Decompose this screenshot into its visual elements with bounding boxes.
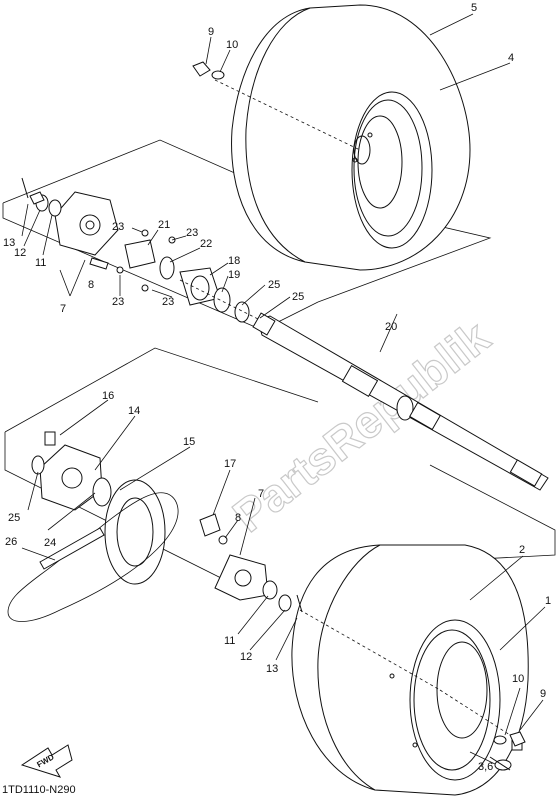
label-part-18: 18: [228, 255, 240, 267]
label-part-13: 13: [266, 663, 278, 675]
sprocket-assembly: [7, 431, 523, 771]
label-part-9: 9: [208, 26, 214, 38]
label-part-17: 17: [224, 458, 236, 470]
label-part-22: 22: [200, 238, 212, 250]
bottom-assembly-plane: [4, 347, 556, 591]
label-part-10: 10: [226, 39, 238, 51]
label-part-20: 20: [385, 321, 397, 333]
label-part-25: 25: [292, 291, 304, 303]
label-part-11: 11: [224, 635, 235, 647]
label-part-12: 12: [240, 651, 252, 663]
label-part-16: 16: [102, 390, 114, 402]
upper-tire: [231, 4, 471, 271]
diagram-code: 1TD1110-N290: [2, 784, 76, 796]
lower-tire: [291, 544, 529, 796]
label-part-3-6: 3,6: [478, 761, 493, 773]
label-part-1: 1: [545, 595, 551, 607]
label-part-23: 23: [112, 296, 124, 308]
fwd-arrow-icon: FWD: [20, 744, 73, 778]
label-part-7: 7: [60, 303, 66, 315]
label-part-25: 25: [268, 279, 280, 291]
label-part-15: 15: [183, 436, 195, 448]
label-part-14: 14: [128, 405, 140, 417]
leader-lines: [21, 13, 546, 765]
label-part-4: 4: [508, 52, 514, 64]
label-part-13: 13: [3, 237, 15, 249]
callout-labels: 9 10 5 4 13 12 11 7 8 23 21 23 22 18 19 …: [3, 2, 551, 773]
label-part-19: 19: [228, 269, 240, 281]
label-part-24: 24: [44, 537, 56, 549]
label-part-12: 12: [14, 247, 26, 259]
label-part-23: 23: [186, 227, 198, 239]
label-part-10: 10: [512, 673, 524, 685]
label-part-26: 26: [5, 536, 17, 548]
label-part-7: 7: [258, 488, 264, 500]
label-part-5: 5: [471, 2, 477, 14]
alignment-lines: [179, 79, 511, 736]
upper-hub-assembly: [21, 177, 250, 323]
label-part-9: 9: [540, 688, 546, 700]
label-part-2: 2: [519, 544, 525, 556]
label-part-21: 21: [158, 219, 170, 231]
label-part-8: 8: [88, 279, 94, 291]
label-part-25: 25: [8, 512, 20, 524]
label-part-11: 11: [35, 257, 46, 269]
rear-axle-shaft: [252, 312, 549, 491]
label-part-23: 23: [162, 296, 174, 308]
label-part-8: 8: [235, 512, 241, 524]
label-part-23: 23: [112, 221, 124, 233]
wheel-nuts: [192, 61, 526, 747]
